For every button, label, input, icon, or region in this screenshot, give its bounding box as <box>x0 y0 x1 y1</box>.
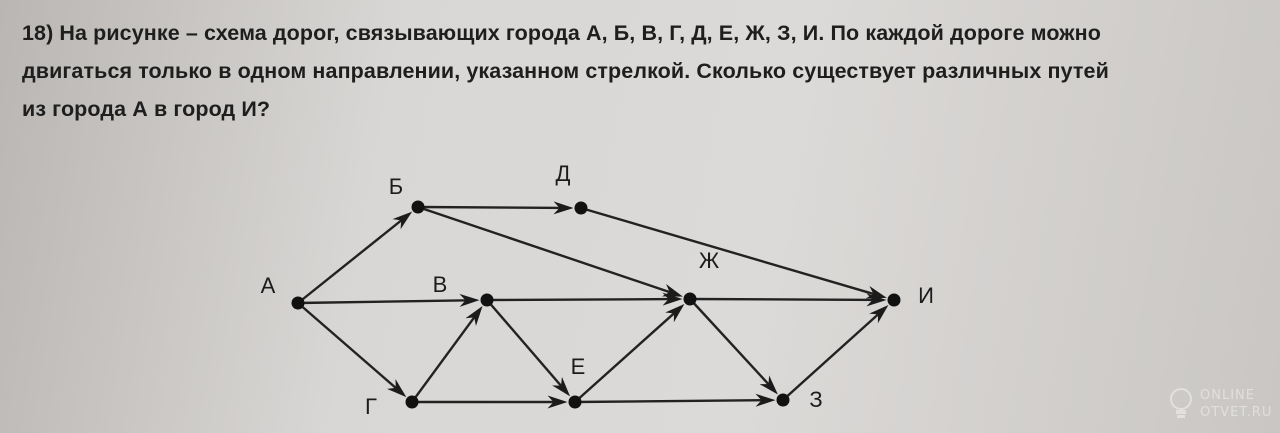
arrowhead <box>755 393 776 407</box>
arrowhead <box>866 293 887 307</box>
arrowhead <box>553 201 574 215</box>
node-label-G: Г <box>365 394 377 419</box>
edge-A-V <box>297 293 480 307</box>
node-Zh <box>683 292 697 306</box>
node-label-D: Д <box>556 161 571 186</box>
edge-A-B <box>297 211 413 304</box>
node-G <box>405 395 419 409</box>
edge-line <box>486 297 673 302</box>
edge-line <box>297 216 406 304</box>
edge-Zh-I <box>689 293 887 307</box>
problem-line-1: 18)На рисунке – схема дорог, связывающих… <box>22 21 1101 45</box>
arrowhead <box>662 292 683 306</box>
labels-layer: А Б В Г Д Е Ж З И <box>261 161 934 419</box>
edge-V-E <box>486 299 571 397</box>
node-Z <box>776 393 790 407</box>
arrowhead <box>465 306 483 327</box>
edge-line <box>486 299 565 390</box>
edge-B-D <box>417 201 574 215</box>
edge-Z-I <box>782 305 889 401</box>
edge-line <box>417 205 564 210</box>
watermark-text: ONLINE OTVET.RU <box>1200 388 1273 420</box>
edges-layer <box>297 201 889 409</box>
edge-G-V <box>411 306 483 403</box>
node-D <box>574 201 588 215</box>
lightbulb-icon <box>1170 388 1192 418</box>
arrowhead <box>665 304 685 323</box>
node-label-I: И <box>918 283 934 308</box>
arrowhead <box>392 211 413 230</box>
edge-E-Z <box>574 393 776 407</box>
problem-line-2: двигаться только в одном направлении, ук… <box>22 59 1109 83</box>
edge-line <box>580 206 878 297</box>
node-V <box>480 293 494 307</box>
node-label-B: Б <box>389 174 403 199</box>
edge-D-I <box>580 206 887 299</box>
nodes-layer <box>291 200 901 409</box>
edge-B-Zh <box>417 205 683 297</box>
node-B <box>411 200 425 214</box>
edge-G-E <box>412 395 568 409</box>
watermark: ONLINE OTVET.RU <box>1160 385 1273 425</box>
edge-line <box>574 309 678 403</box>
node-E <box>568 395 582 409</box>
problem-number: 18) <box>22 21 54 45</box>
arrowhead <box>869 305 889 324</box>
edge-line <box>297 299 470 305</box>
node-label-A: А <box>261 273 276 298</box>
problem-line-3: из города А в город И? <box>22 97 271 121</box>
edge-line <box>417 205 674 295</box>
edge-line <box>782 310 882 401</box>
edge-line <box>689 297 877 302</box>
edge-V-Zh <box>486 292 683 306</box>
arrowhead <box>759 375 778 395</box>
edge-line <box>411 313 478 403</box>
arrowhead <box>661 284 683 297</box>
node-label-E: Е <box>571 354 586 379</box>
node-A <box>291 296 305 310</box>
arrowhead <box>552 376 571 397</box>
edge-line <box>689 298 773 388</box>
arrowhead <box>386 379 407 398</box>
node-label-Zh: Ж <box>699 248 720 273</box>
edge-line <box>574 398 766 404</box>
node-I <box>887 293 901 307</box>
edge-A-G <box>297 302 407 398</box>
edge-E-Zh <box>574 304 685 403</box>
node-label-V: В <box>433 272 448 297</box>
edge-Zh-Z <box>689 298 778 395</box>
edge-line <box>297 302 400 392</box>
arrowhead <box>459 293 480 307</box>
node-label-Z: З <box>809 387 822 412</box>
arrowhead <box>547 395 568 409</box>
problem-statement: 18)На рисунке – схема дорог, связывающих… <box>22 14 1267 128</box>
